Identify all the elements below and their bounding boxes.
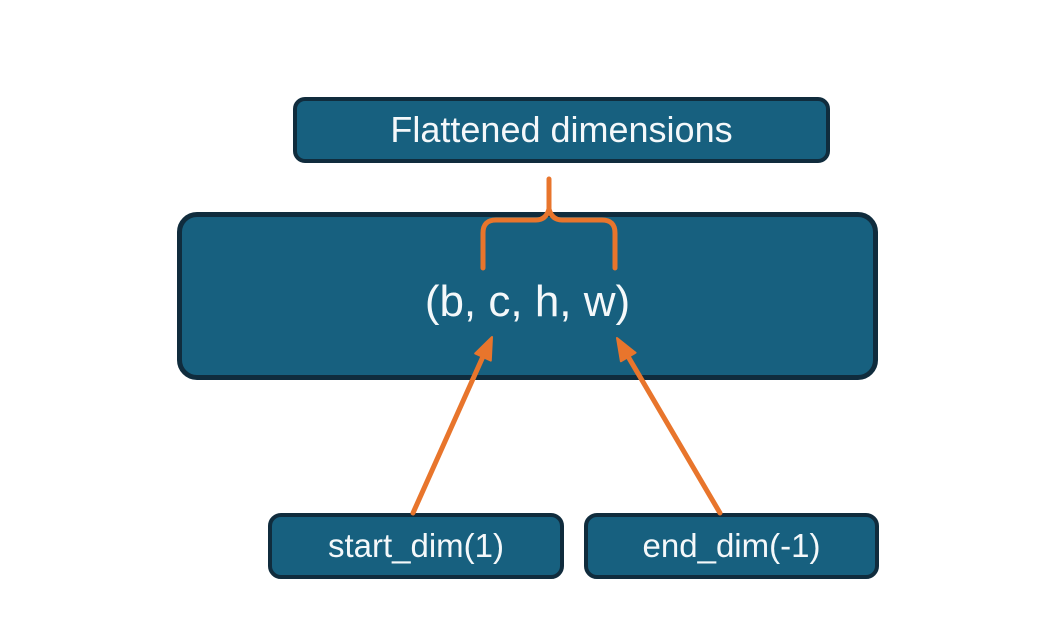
start-dim-label: start_dim(1) bbox=[327, 527, 505, 564]
flattened-dimensions-label: Flattened dimensions bbox=[390, 109, 733, 150]
flattened-dimensions-box: Flattened dimensions bbox=[293, 97, 830, 163]
tensor-shape-box: (b, c, h, w) bbox=[177, 212, 878, 380]
start-dim-box: start_dim(1) bbox=[268, 513, 564, 579]
end-dim-label: end_dim(-1) bbox=[642, 527, 821, 564]
tensor-shape-label: (b, c, h, w) bbox=[424, 277, 631, 326]
end-dim-box: end_dim(-1) bbox=[584, 513, 879, 579]
